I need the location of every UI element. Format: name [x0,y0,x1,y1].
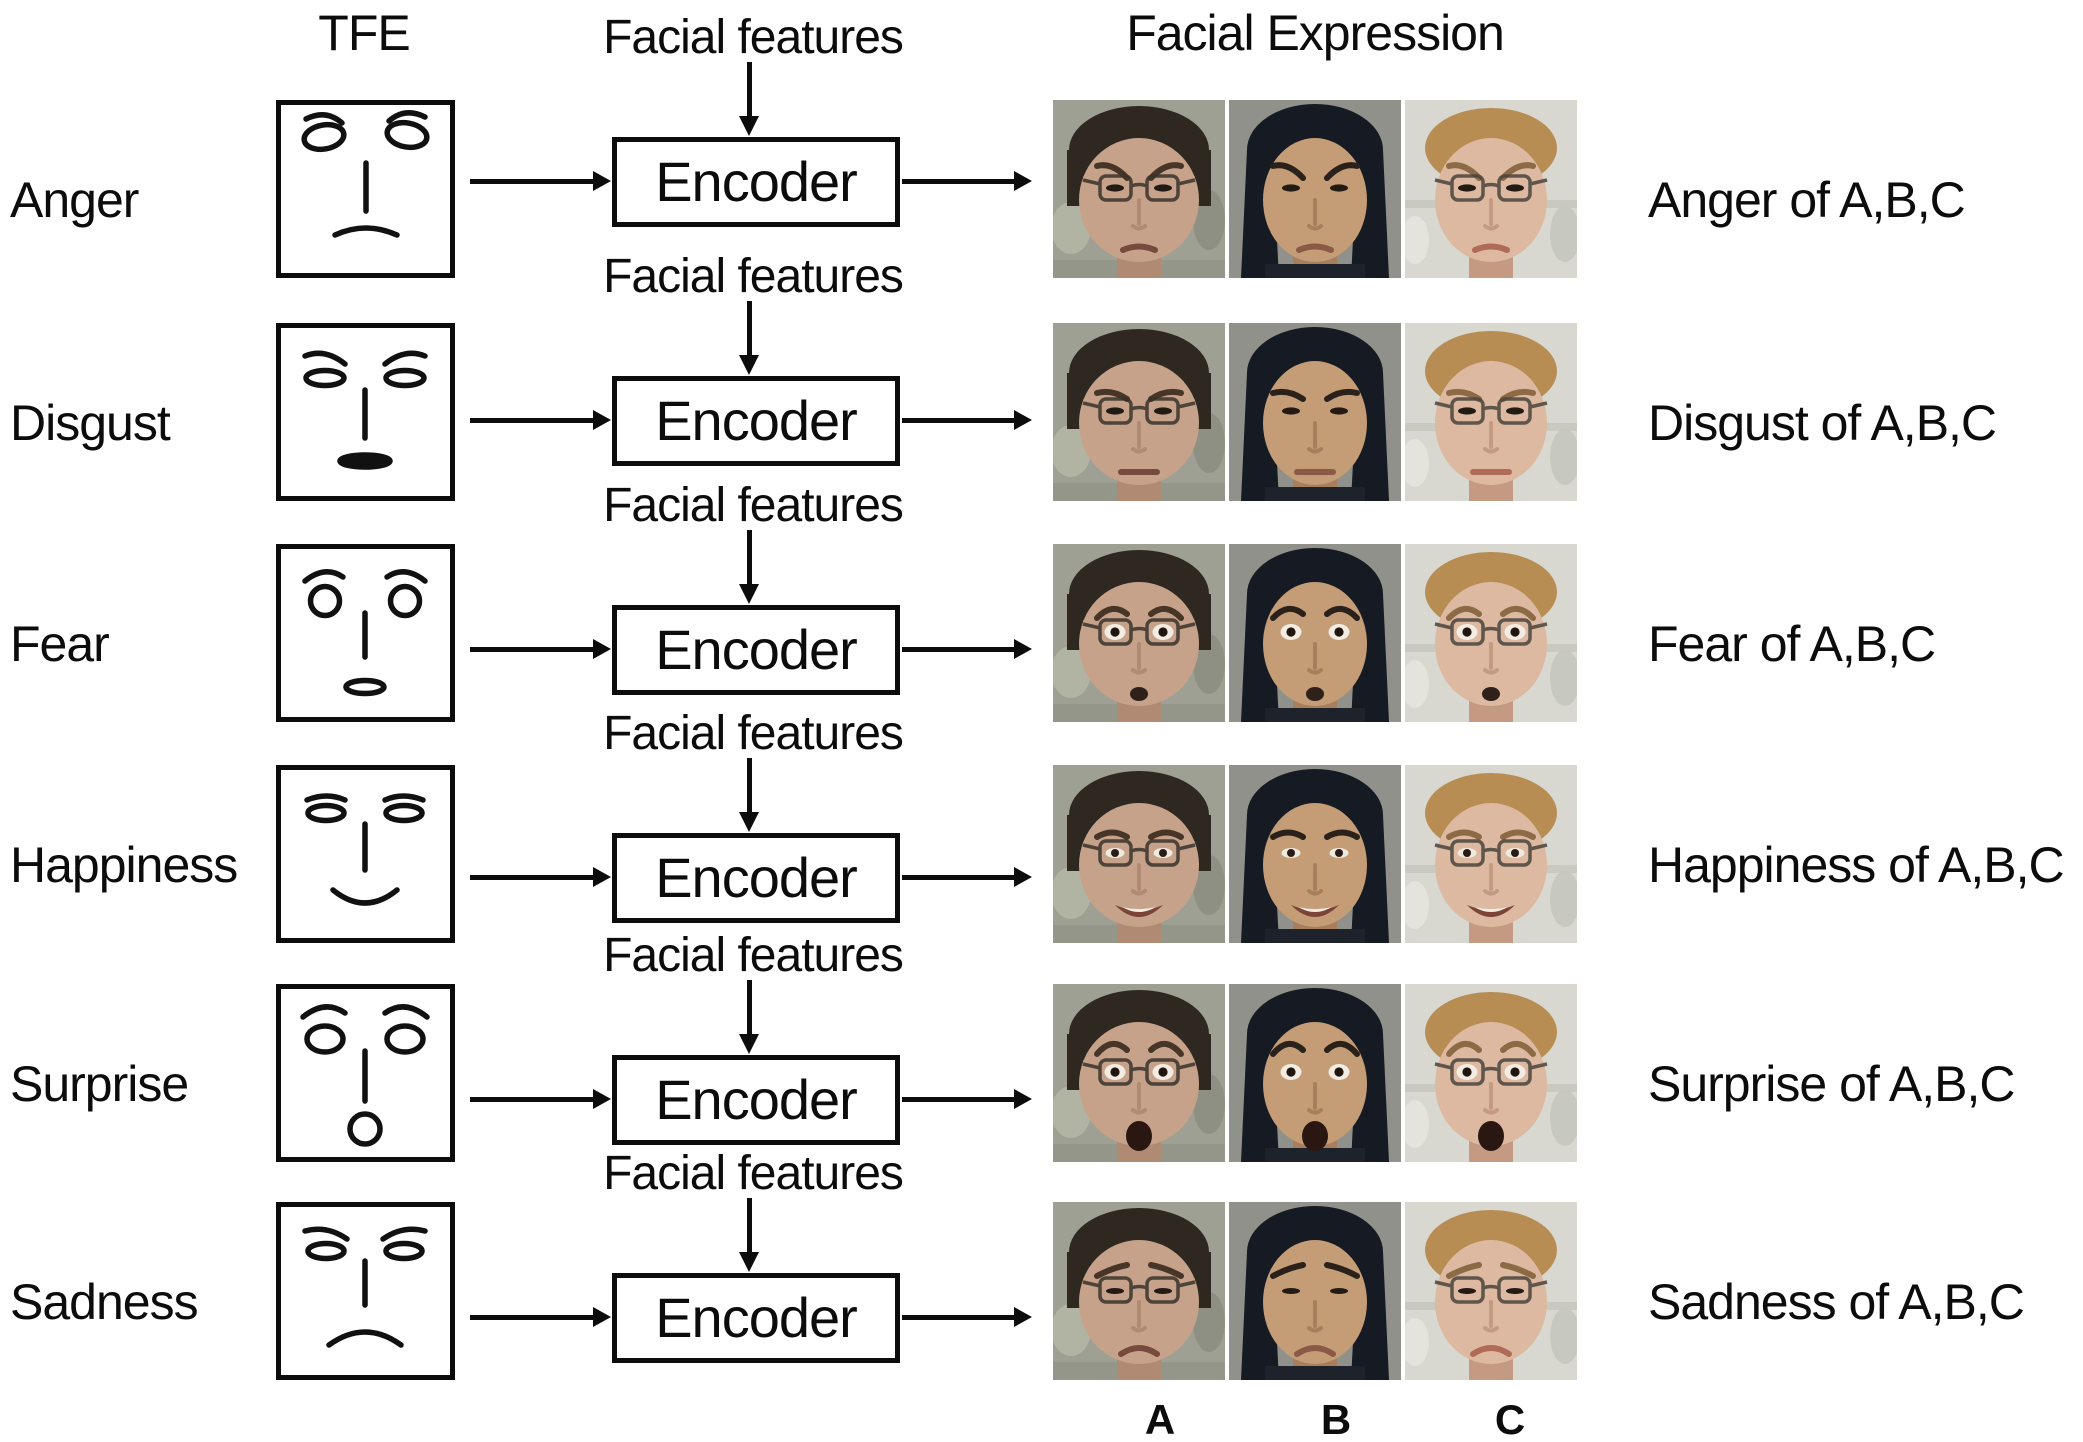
tfe-header: TFE [318,5,410,61]
output-label-happiness: Happiness of A,B,C [1648,837,2065,893]
photo-c-sadness [1405,1202,1577,1380]
down-arrow-icon [739,758,759,832]
emotion-label-surprise: Surprise [10,1056,189,1112]
encoder-to-photos-arrow-icon [902,1089,1032,1109]
encoder-box: Encoder [612,137,900,227]
photo-face-a [1053,984,1225,1162]
photo-b-happiness [1229,765,1401,943]
output-label-fear: Fear of A,B,C [1648,616,1936,672]
happiness-sketch-drawing [304,793,426,906]
sketch-to-encoder-arrow-icon [470,639,611,659]
encoder-to-photos-arrow-icon [902,171,1032,191]
photo-b-disgust [1229,323,1401,501]
photo-face-b [1229,1202,1401,1380]
facial-features-label: Facial features [603,929,904,982]
disgust-face-sketch-icon [276,323,455,501]
output-label-disgust: Disgust of A,B,C [1648,395,1997,451]
photo-face-c [1405,544,1577,722]
down-arrow-icon [739,980,759,1054]
photo-c-fear [1405,544,1577,722]
photo-b-fear [1229,544,1401,722]
sketch-to-encoder-arrow-icon [470,1089,611,1109]
photo-a-disgust [1053,323,1225,501]
facial-features-label: Facial features [603,479,904,532]
encoder-box: Encoder [612,376,900,466]
emotion-label-anger: Anger [10,172,139,228]
encoder-box: Encoder [612,1273,900,1363]
sadness-sketch-drawing [302,1226,428,1348]
photo-c-surprise [1405,984,1577,1162]
photo-a-sadness [1053,1202,1225,1380]
photo-face-c [1405,323,1577,501]
down-arrow-icon [739,301,759,375]
photo-c-disgust [1405,323,1577,501]
emotion-label-disgust: Disgust [10,395,171,451]
output-label-surprise: Surprise of A,B,C [1648,1056,2016,1112]
photo-face-b [1229,544,1401,722]
facial-features-label: Facial features [603,707,904,760]
photo-face-b [1229,323,1401,501]
emotion-label-fear: Fear [10,616,110,672]
encoder-to-photos-arrow-icon [902,410,1032,430]
emotion-label-happiness: Happiness [10,837,238,893]
sketch-to-encoder-arrow-icon [470,1307,611,1327]
photo-column-label-c: C [1494,1396,1526,1442]
anger-sketch-drawing [301,110,430,238]
photo-column-label-b: B [1320,1396,1352,1442]
emotion-label-sadness: Sadness [10,1274,199,1330]
sadness-face-sketch-icon [276,1202,455,1380]
photo-a-happiness [1053,765,1225,943]
down-arrow-icon [739,62,759,136]
photo-face-b [1229,765,1401,943]
surprise-face-sketch-icon [276,984,455,1162]
photo-c-anger [1405,100,1577,278]
photo-face-b [1229,100,1401,278]
photo-a-surprise [1053,984,1225,1162]
photo-face-b [1229,984,1401,1162]
encoder-to-photos-arrow-icon [902,867,1032,887]
photo-a-anger [1053,100,1225,278]
encoder-box: Encoder [612,1055,900,1145]
facial-expression-header: Facial Expression [1126,5,1505,61]
down-arrow-icon [739,1198,759,1272]
photo-a-fear [1053,544,1225,722]
photo-b-sadness [1229,1202,1401,1380]
photo-column-label-a: A [1144,1396,1176,1442]
photo-face-c [1405,765,1577,943]
encoder-box: Encoder [612,833,900,923]
photo-face-c [1405,100,1577,278]
encoder-to-photos-arrow-icon [902,1307,1032,1327]
photo-b-anger [1229,100,1401,278]
photo-face-c [1405,1202,1577,1380]
anger-face-sketch-icon [276,100,455,278]
encoder-to-photos-arrow-icon [902,639,1032,659]
sketch-to-encoder-arrow-icon [470,867,611,887]
photo-c-happiness [1405,765,1577,943]
sketch-to-encoder-arrow-icon [470,171,611,191]
surprise-sketch-drawing [300,1004,430,1147]
photo-face-a [1053,100,1225,278]
happiness-face-sketch-icon [276,765,455,943]
photo-face-a [1053,1202,1225,1380]
photo-face-a [1053,323,1225,501]
photo-face-c [1405,984,1577,1162]
fear-sketch-drawing [302,569,428,697]
sketch-to-encoder-arrow-icon [470,410,611,430]
facial-features-label: Facial features [603,11,904,64]
photo-b-surprise [1229,984,1401,1162]
facial-features-label: Facial features [603,250,904,303]
output-label-sadness: Sadness of A,B,C [1648,1274,2025,1330]
facial-features-label: Facial features [603,1147,904,1200]
output-label-anger: Anger of A,B,C [1648,172,1966,228]
photo-face-a [1053,544,1225,722]
disgust-sketch-drawing [302,350,428,470]
photo-face-a [1053,765,1225,943]
fear-face-sketch-icon [276,544,455,722]
encoder-box: Encoder [612,605,900,695]
down-arrow-icon [739,530,759,604]
